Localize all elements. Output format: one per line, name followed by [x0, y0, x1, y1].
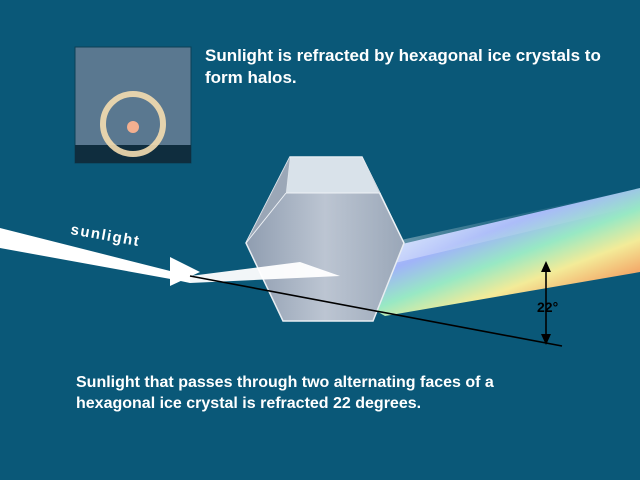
sun-icon — [127, 121, 139, 133]
reference-line — [189, 275, 563, 347]
angle-label: 22° — [537, 299, 558, 315]
arrow-up-icon — [541, 261, 551, 272]
sunlight-label: sunlight — [69, 221, 141, 250]
hexagonal-ice-crystal — [245, 156, 405, 322]
refracted-light-path — [190, 262, 340, 283]
inset-sky — [74, 46, 192, 164]
angle-indicator — [541, 261, 551, 345]
arrow-down-icon — [541, 334, 551, 345]
halo-inset — [74, 46, 192, 164]
crystal-top-face — [285, 156, 381, 194]
sunlight-beam — [0, 228, 190, 283]
top-caption: Sunlight is refracted by hexagonal ice c… — [205, 46, 601, 87]
beam-arrowhead — [170, 257, 200, 286]
bottom-caption: Sunlight that passes through two alterna… — [76, 374, 494, 412]
halo-ring — [100, 91, 166, 157]
